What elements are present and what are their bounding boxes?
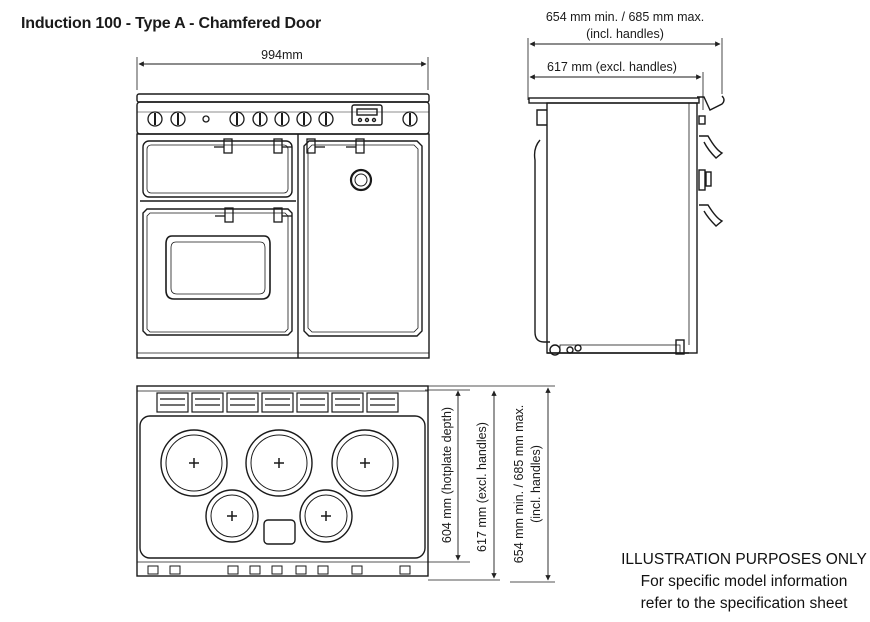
top-view — [136, 385, 555, 583]
control-knobs — [147, 111, 418, 127]
rear-vents — [156, 392, 399, 413]
door-knob — [349, 168, 373, 192]
front-knob-stems — [147, 565, 411, 575]
clock-display — [351, 104, 383, 126]
left-oven-door — [142, 208, 293, 336]
top-incl-handles-label-2: (incl. handles) — [529, 445, 543, 523]
front-width-dimension — [136, 57, 429, 90]
top-excl-handles-label: 617 mm (excl. handles) — [475, 422, 489, 552]
cooker-body — [136, 133, 430, 359]
page-title: Induction 100 - Type A - Chamfered Door — [21, 15, 322, 32]
top-depth-dimensions — [425, 385, 555, 583]
note-line-1: ILLUSTRATION PURPOSES ONLY — [621, 551, 867, 568]
front-view — [136, 57, 430, 359]
side-view — [527, 38, 725, 356]
side-depth-incl-label: 654 mm min. / 685 mm max. — [546, 10, 704, 24]
door-handles — [214, 138, 365, 223]
side-depth-dimensions — [527, 38, 723, 110]
front-width-label: 994mm — [261, 48, 303, 62]
touch-control — [263, 519, 296, 545]
oven-window — [165, 235, 271, 300]
top-incl-handles-label: 654 mm min. / 685 mm max. — [512, 405, 526, 563]
note-line-2: For specific model information — [640, 573, 848, 590]
top-rail — [136, 93, 430, 103]
side-depth-incl-label-2: (incl. handles) — [586, 27, 664, 41]
side-panel — [546, 102, 698, 354]
right-oven-door — [303, 140, 423, 337]
hob-outline — [136, 385, 429, 577]
illustration-note: ILLUSTRATION PURPOSES ONLY For specific … — [620, 549, 868, 615]
grill-door — [142, 140, 293, 198]
cooking-zones — [160, 429, 399, 543]
glass-hob — [139, 415, 426, 559]
note-line-3: refer to the specification sheet — [640, 595, 848, 612]
hotplate-depth-label: 604 mm (hotplate depth) — [440, 407, 454, 543]
hob-top-edge — [528, 97, 700, 104]
side-depth-excl-label: 617 mm (excl. handles) — [547, 60, 677, 74]
